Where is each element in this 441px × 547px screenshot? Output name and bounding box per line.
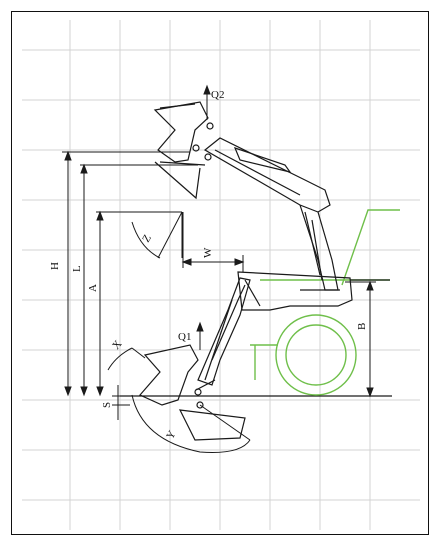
dimension-w [181, 212, 245, 272]
grid [22, 20, 420, 530]
label-h: H [49, 262, 61, 270]
label-q2: Q2 [211, 89, 224, 101]
label-a: A [87, 284, 99, 292]
dimension-b [345, 280, 376, 398]
lower-boom [195, 277, 251, 391]
tractor-frame [237, 271, 390, 311]
lower-bucket [139, 344, 246, 441]
dimension-s [112, 385, 130, 420]
angle-z [131, 211, 183, 259]
label-s: S [101, 402, 113, 408]
label-y: Y [164, 429, 178, 442]
label-b: B [356, 323, 368, 330]
tractor-wheel [250, 209, 400, 396]
angle-x [107, 347, 146, 371]
label-w: W [202, 247, 214, 258]
dimension-h [62, 150, 190, 397]
upper-boom [203, 137, 339, 291]
force-arrows [196, 84, 211, 350]
label-l: L [71, 265, 83, 272]
upper-bucket [153, 101, 214, 200]
dimension-l [80, 163, 198, 397]
label-q1: Q1 [178, 331, 191, 343]
angle-y [131, 394, 251, 453]
dimension-a [96, 210, 182, 397]
